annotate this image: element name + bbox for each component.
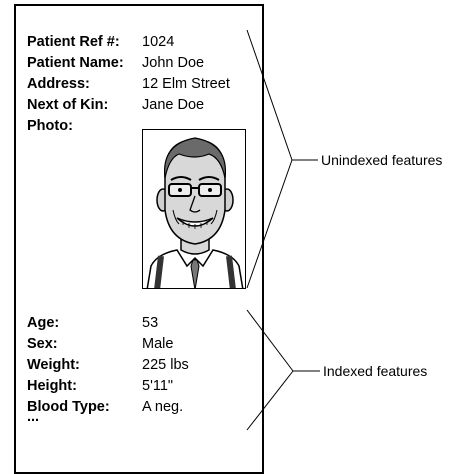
weight-value: 225 lbs: [142, 355, 189, 375]
weight-label: Weight:: [27, 355, 80, 375]
age-label: Age:: [27, 313, 59, 333]
cartoon-man-portrait-icon: [143, 130, 246, 289]
unindexed-features-label: Unindexed features: [321, 151, 442, 169]
address-label: Address:: [27, 74, 90, 94]
blood-type-value: A neg.: [142, 397, 183, 417]
height-label: Height:: [27, 376, 77, 396]
sex-value: Male: [142, 334, 173, 354]
age-value: 53: [142, 313, 158, 333]
next-of-kin-value: Jane Doe: [142, 95, 204, 115]
photo-label: Photo:: [27, 116, 73, 136]
patient-name-value: John Doe: [142, 53, 204, 73]
blood-type-label: Blood Type:: [27, 397, 110, 417]
patient-photo: [142, 129, 246, 289]
height-value: 5'11": [142, 376, 173, 396]
sex-label: Sex:: [27, 334, 58, 354]
patient-record-card: Patient Ref #: 1024 Patient Name: John D…: [14, 4, 264, 474]
next-of-kin-label: Next of Kin:: [27, 95, 108, 115]
indexed-features-label: Indexed features: [323, 362, 427, 380]
address-value: 12 Elm Street: [142, 74, 230, 94]
patient-ref-label: Patient Ref #:: [27, 32, 120, 52]
patient-name-label: Patient Name:: [27, 53, 124, 73]
patient-ref-value: 1024: [142, 32, 174, 52]
more-fields-ellipsis: ...: [27, 410, 39, 424]
